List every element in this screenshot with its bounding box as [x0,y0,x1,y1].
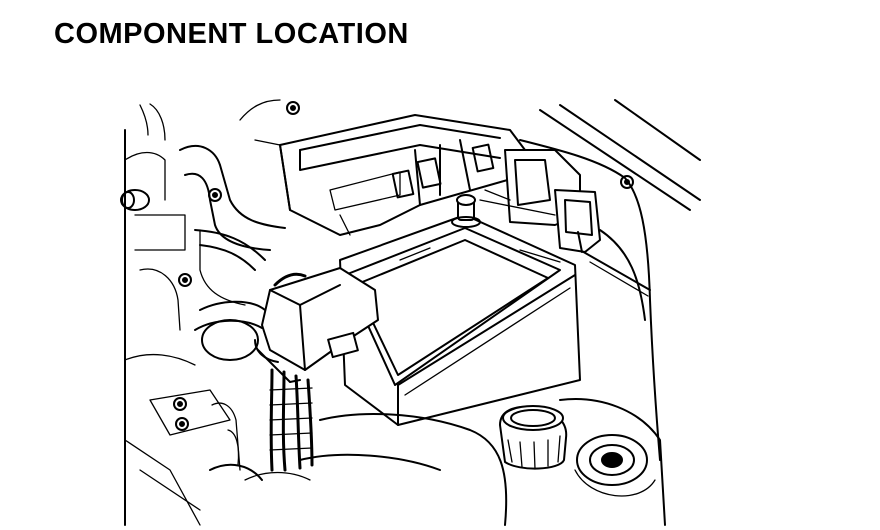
lower-panel-drawing [139,413,508,526]
fender-drawing [519,99,701,526]
wiring-harness-drawing [269,368,314,472]
relay-box-drawing [279,114,526,236]
battery-drawing [339,194,581,426]
terminal-cover-drawing [254,267,379,383]
connector-drawing [479,149,601,253]
page-title: COMPONENT LOCATION [54,18,409,50]
engine-block-drawing [120,99,634,526]
reservoir-cap-drawing [499,405,568,470]
filler-neck-drawing [574,434,656,497]
